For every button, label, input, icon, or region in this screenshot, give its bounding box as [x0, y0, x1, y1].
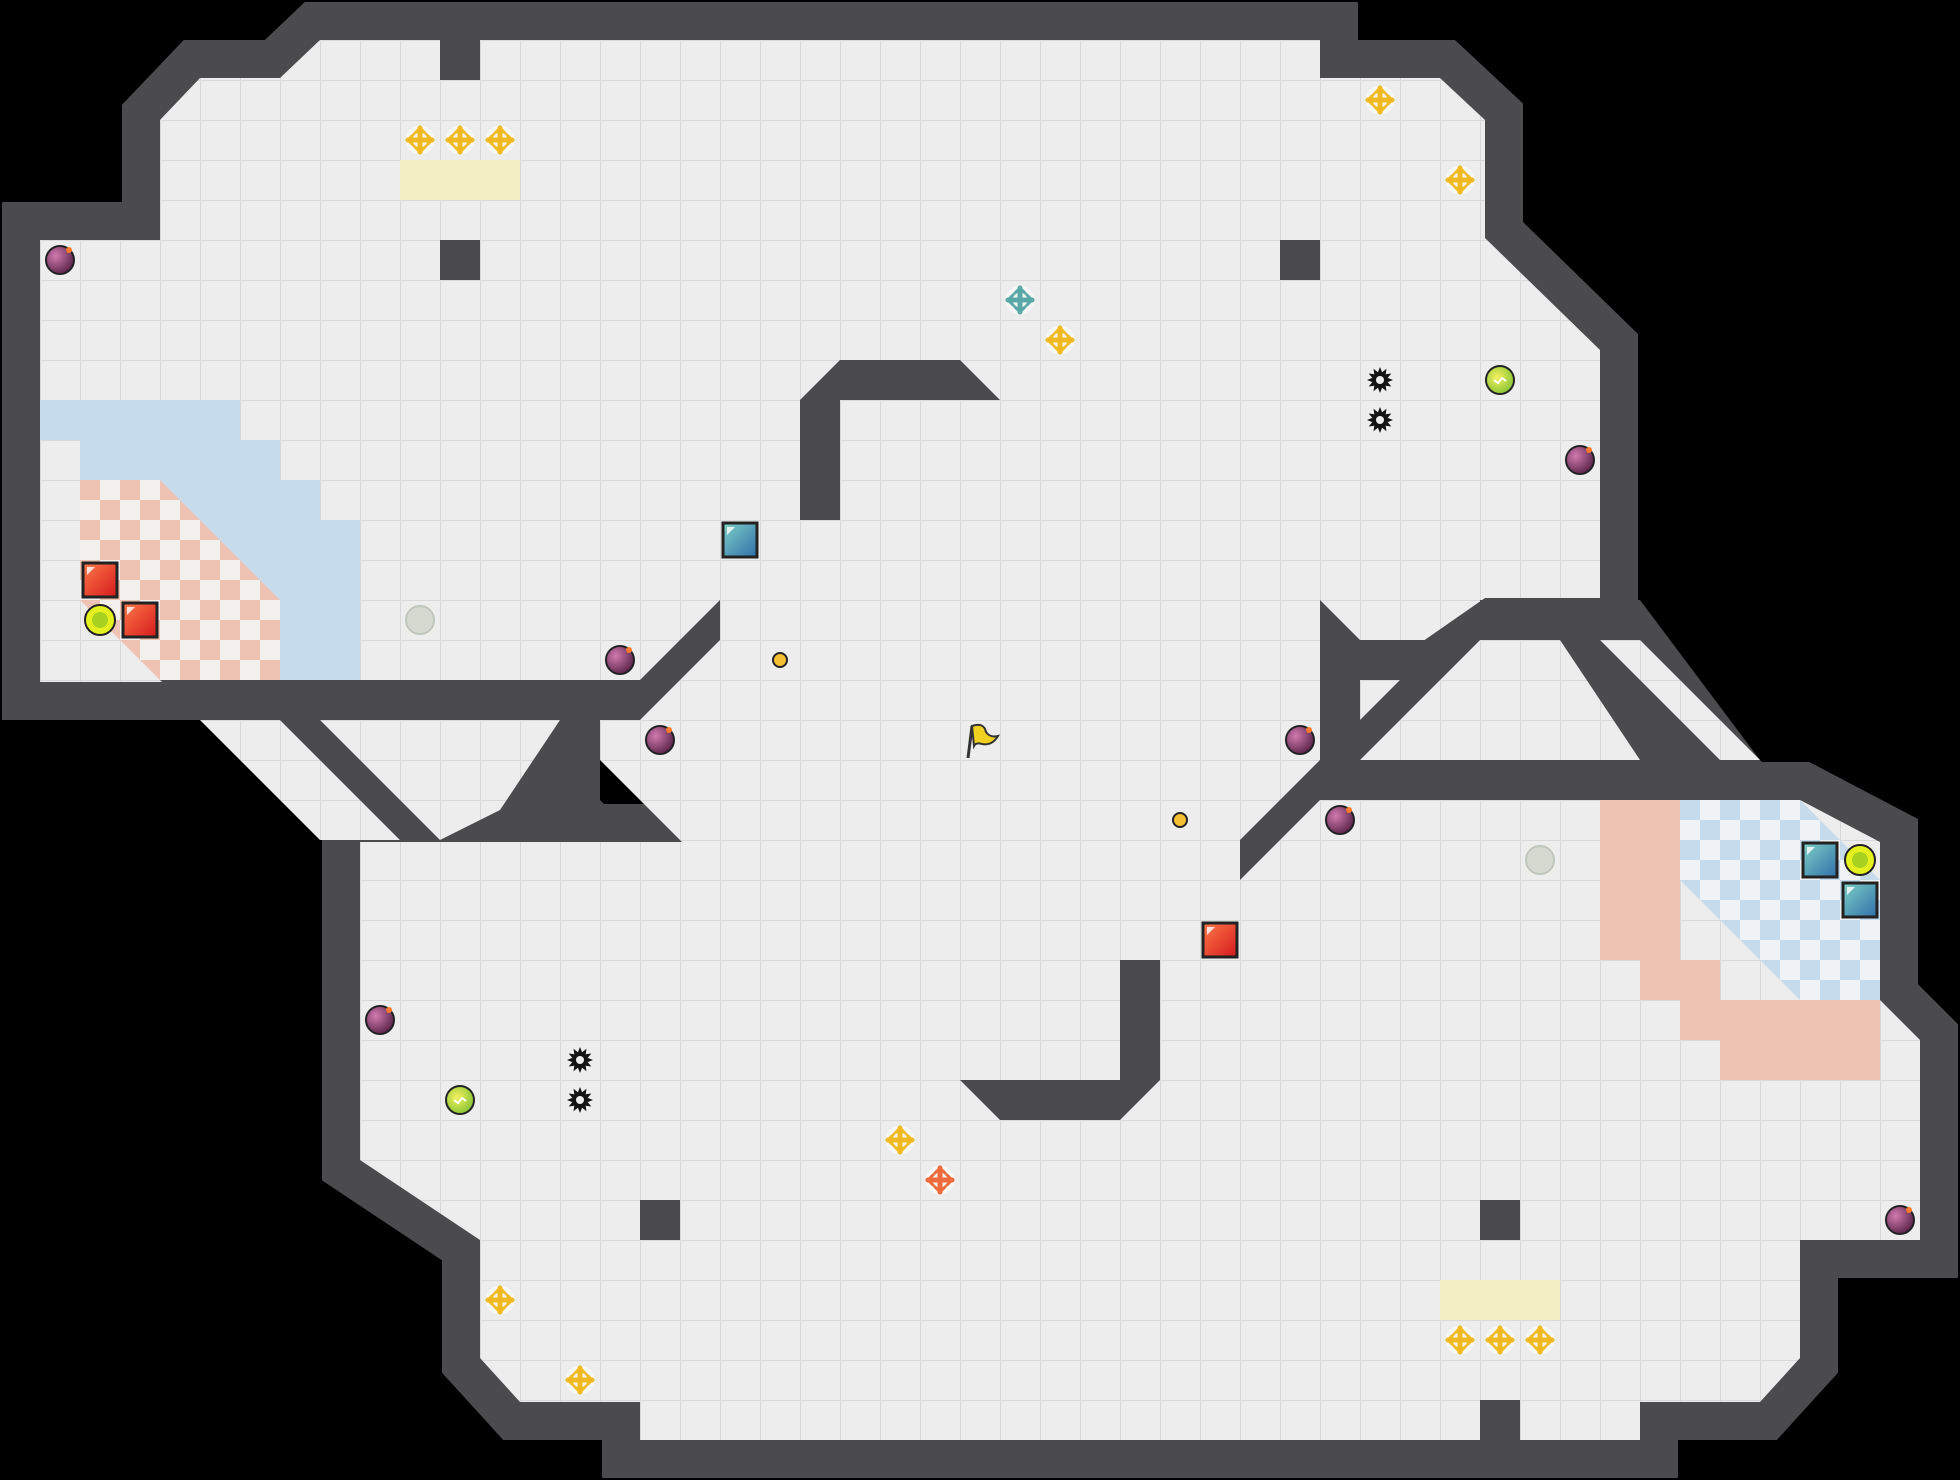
team-powerup-icon: [84, 604, 116, 636]
powerup-icon: [1485, 365, 1515, 395]
red-zone: [1680, 1000, 1880, 1040]
boost-icon: [405, 125, 435, 155]
spike-icon: [567, 1087, 593, 1113]
red-gate-icon: [121, 601, 159, 639]
button-icon: [1172, 812, 1188, 828]
boost-icon: [565, 1365, 595, 1395]
bomb-icon: [1885, 1205, 1915, 1235]
entities: [45, 85, 1915, 1395]
blue-gate-icon: [1841, 881, 1879, 919]
block-wall: [440, 240, 480, 280]
blue-zone: [80, 440, 280, 480]
boost-icon: [1525, 1325, 1555, 1355]
flag-icon: [966, 723, 1001, 759]
blue-gate-icon: [721, 521, 759, 559]
boost-icon: [1365, 85, 1395, 115]
boost-icon: [485, 125, 515, 155]
bracket-wall-top: [800, 360, 1000, 520]
bomb-icon: [1285, 725, 1315, 755]
boost-icon: [485, 1285, 515, 1315]
boost-icon: [445, 125, 475, 155]
boost-icon: [885, 1125, 915, 1155]
red-gate-icon: [1201, 921, 1239, 959]
boost-icon: [1445, 1325, 1475, 1355]
portal-icon: [1525, 845, 1555, 875]
blue-zone: [40, 400, 240, 440]
channel-floor: [200, 720, 400, 840]
bomb-icon: [1565, 445, 1595, 475]
blue-boost-icon: [1005, 285, 1035, 315]
inner-walls: [160, 40, 1800, 1440]
spike-icon: [1367, 367, 1393, 393]
bomb-icon: [605, 645, 635, 675]
notch-wall: [1480, 1400, 1520, 1440]
bomb-icon: [365, 1005, 395, 1035]
block-wall: [640, 1200, 680, 1240]
button-icon: [772, 652, 788, 668]
blue-gate-icon: [1801, 841, 1839, 879]
boost-icon: [1045, 325, 1075, 355]
bomb-icon: [1325, 805, 1355, 835]
bracket-wall-bottom: [960, 960, 1160, 1120]
portal-icon: [405, 605, 435, 635]
red-zone: [1640, 960, 1720, 1000]
bomb-icon: [45, 245, 75, 275]
strut-wall: [1320, 640, 1480, 760]
powerup-icon: [445, 1085, 475, 1115]
block-wall: [1280, 240, 1320, 280]
team-powerup-icon: [1844, 844, 1876, 876]
yellow-zone: [1440, 1280, 1560, 1320]
red-gate-icon: [81, 561, 119, 599]
strut-wall: [1560, 640, 1720, 760]
floor-lower: [360, 800, 1920, 1440]
block-wall: [1480, 1200, 1520, 1240]
boost-icon: [1485, 1325, 1515, 1355]
yellow-zone: [400, 160, 520, 200]
channel-floor: [1600, 640, 1760, 760]
channel-floor: [1360, 640, 1640, 760]
red-boost-icon: [925, 1165, 955, 1195]
boost-icon: [1445, 165, 1475, 195]
red-zone: [1720, 1040, 1880, 1080]
red-zone: [1600, 800, 1680, 960]
strut-wall: [280, 720, 440, 840]
spike-icon: [567, 1047, 593, 1073]
blue-zone: [280, 600, 360, 680]
strut-wall: [480, 720, 600, 840]
spike-icon: [1367, 407, 1393, 433]
bomb-icon: [645, 725, 675, 755]
notch-wall: [440, 40, 480, 80]
